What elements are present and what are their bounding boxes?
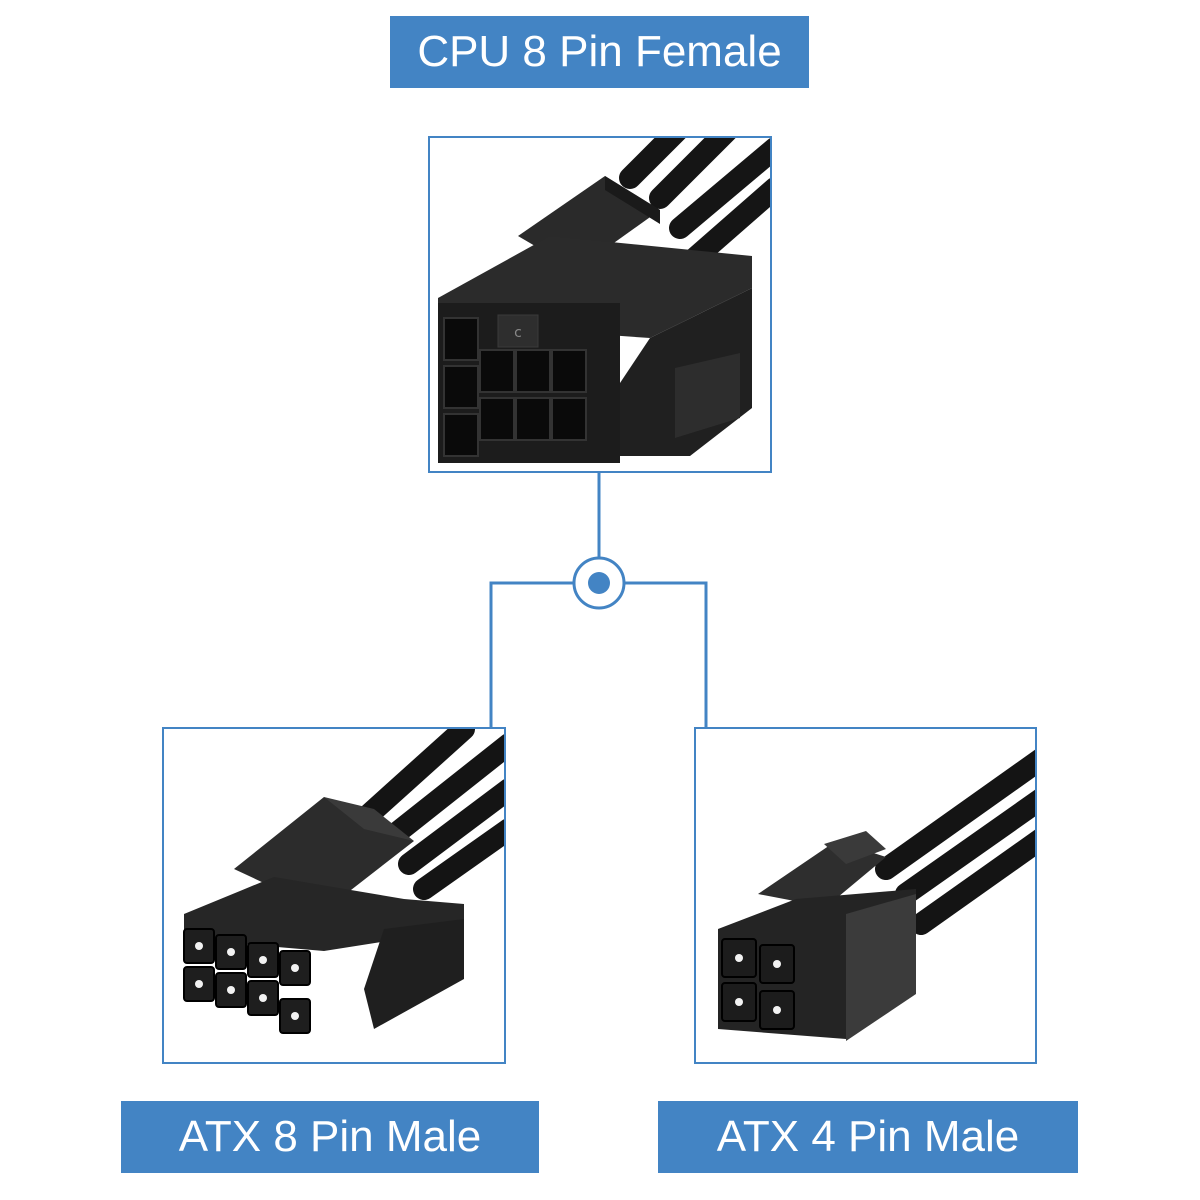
svg-text:c: c <box>514 325 522 341</box>
source-label: CPU 8 Pin Female <box>390 16 809 88</box>
output-8pin-connector-frame <box>162 727 506 1064</box>
output-4pin-connector-frame <box>694 727 1037 1064</box>
source-connector-frame: c <box>428 136 772 473</box>
cpu-8pin-female-connector-icon: c <box>438 138 770 463</box>
atx-4pin-male-connector-icon <box>718 749 1035 1041</box>
junction-dot-icon <box>572 556 626 610</box>
output-8pin-label: ATX 8 Pin Male <box>121 1101 539 1173</box>
branch-left-line <box>489 581 573 727</box>
output-4pin-label: ATX 4 Pin Male <box>658 1101 1078 1173</box>
atx-8pin-male-connector-icon <box>183 729 504 1034</box>
branch-right-line <box>625 581 708 727</box>
